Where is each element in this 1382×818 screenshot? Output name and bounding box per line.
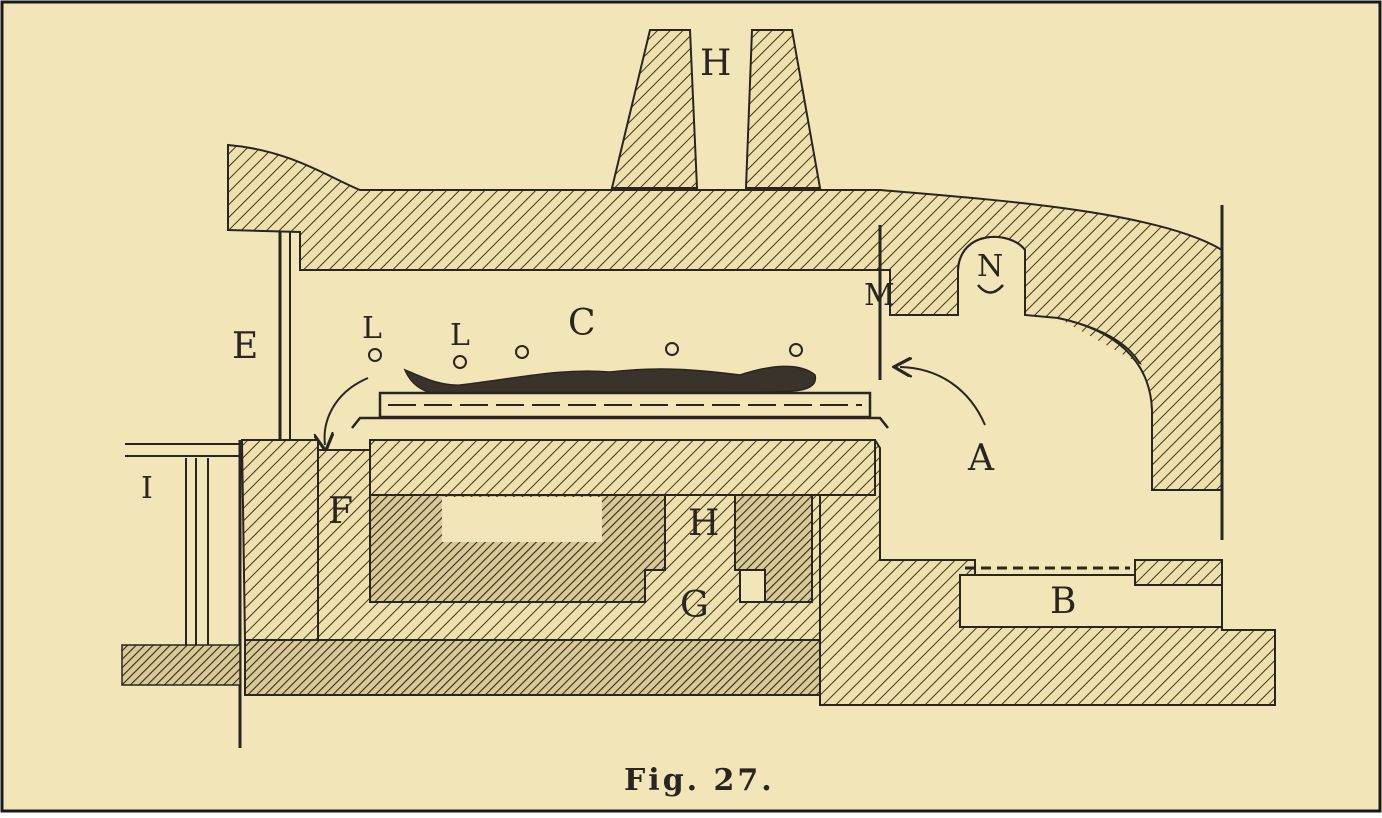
label-h-channel: H — [688, 503, 719, 544]
air-hole — [665, 342, 679, 356]
label-l-1: L — [362, 311, 382, 346]
label-n: N — [977, 249, 1003, 284]
flow-arrow-f — [325, 377, 369, 445]
label-a: A — [967, 438, 995, 479]
air-hole — [368, 348, 382, 362]
right-arch-wall — [1057, 317, 1223, 491]
grate-with-body — [351, 365, 889, 429]
lower-flue-block — [317, 439, 1276, 706]
label-c: C — [568, 303, 596, 344]
label-e: E — [232, 326, 258, 367]
bottom-slab — [244, 639, 821, 696]
label-m: M — [864, 278, 895, 313]
chimney — [610, 29, 822, 189]
label-g: G — [680, 585, 709, 626]
label-b: B — [1050, 581, 1076, 622]
left-side-wall — [121, 439, 319, 748]
ash-pit-b — [959, 559, 1223, 628]
air-hole — [453, 355, 467, 369]
flue-n — [957, 236, 1026, 315]
flow-arrow-a — [900, 367, 986, 426]
label-i: I — [141, 471, 153, 506]
label-f: F — [328, 491, 353, 532]
air-hole — [515, 345, 529, 359]
air-hole — [789, 343, 803, 357]
air-holes — [368, 342, 803, 369]
label-h-chimney: H — [700, 43, 731, 84]
label-l-2: L — [450, 318, 470, 353]
figure-caption: Fig. 27. — [624, 763, 775, 798]
